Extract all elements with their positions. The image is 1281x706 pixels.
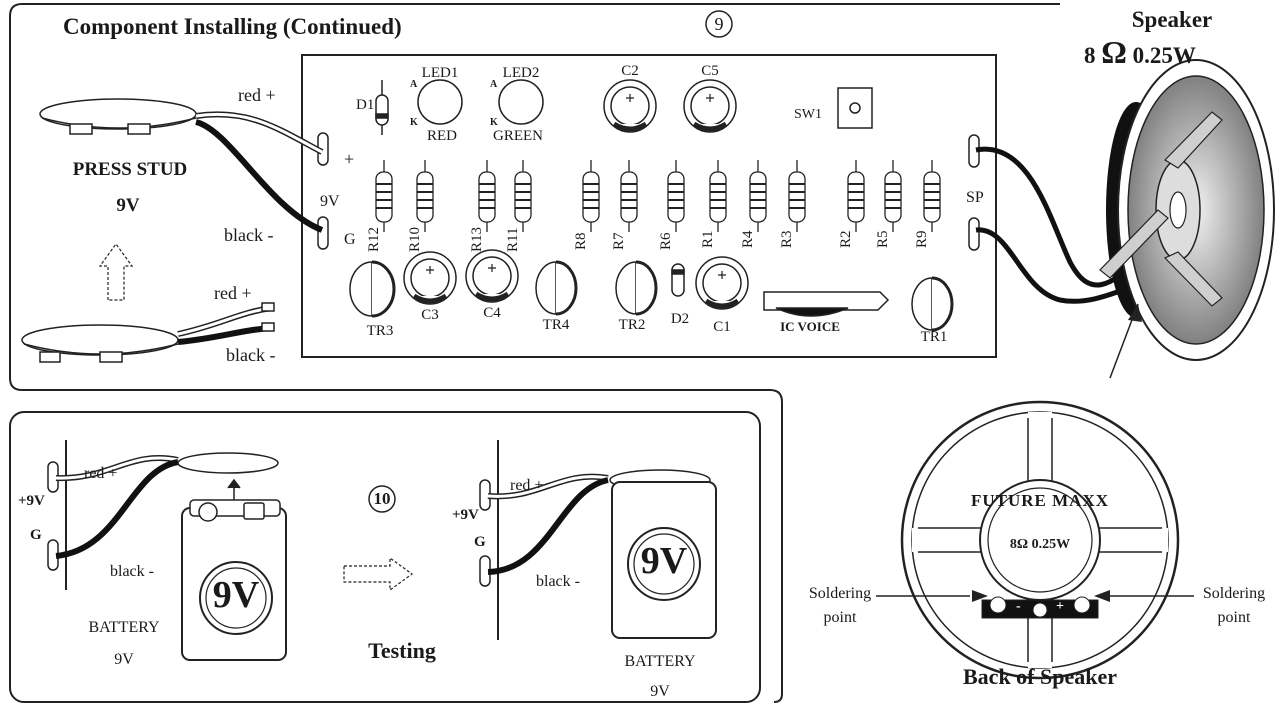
resistor-label: R3 <box>779 230 795 248</box>
battery-right-plus9v: +9V <box>452 507 479 523</box>
led2-color-label: GREEN <box>493 128 543 144</box>
dashed-right-arrow <box>343 556 414 592</box>
battery-right-red-label: red + <box>510 477 544 494</box>
tr1-label: TR1 <box>920 329 948 345</box>
resistor-label: R13 <box>469 226 485 252</box>
battery-left-g: G <box>30 527 42 543</box>
led2-label: LED2 <box>502 65 540 81</box>
section-9-frame <box>9 3 1060 703</box>
board-9v-label: 9V <box>320 193 340 210</box>
tr4-label: TR4 <box>542 317 570 333</box>
resistor-label: R8 <box>573 232 589 250</box>
c4-label: C4 <box>483 305 501 321</box>
c2-label: C2 <box>621 63 639 79</box>
c1-label: C1 <box>713 319 731 335</box>
press-stud-black-label: black - <box>224 225 274 245</box>
terminal-minus: - <box>1016 599 1021 614</box>
soldering-right-b: point <box>1217 609 1251 626</box>
battery-left-voltage: 9V <box>114 651 134 668</box>
brand-label: FUTURE MAXX <box>970 491 1110 510</box>
led2-k-label: K <box>490 117 498 128</box>
board-terminals <box>317 132 980 251</box>
speaker-wire-1 <box>975 146 1142 288</box>
back-speaker-caption: Back of Speaker <box>963 664 1117 689</box>
battery-right-black-label: black - <box>536 573 580 590</box>
resistor-label: R6 <box>658 232 674 250</box>
press-stud-top <box>39 98 324 233</box>
battery-right-voltage: 9V <box>650 683 670 700</box>
terminal-plus: + <box>1056 599 1064 614</box>
stud-bottom-black-label: black - <box>226 345 276 365</box>
back-spec-label: 8Ω 0.25W <box>1009 537 1071 552</box>
board-sp-label: SP <box>966 189 984 206</box>
sw1-label: SW1 <box>794 107 822 122</box>
speaker-title: Speaker <box>1131 7 1213 32</box>
section-10-frame <box>9 411 761 703</box>
ic-voice-label: IC VOICE <box>780 319 840 334</box>
battery-right <box>479 469 717 639</box>
d1-label: D1 <box>356 97 375 113</box>
d2-label: D2 <box>670 311 690 327</box>
resistor-label: R2 <box>838 230 854 248</box>
resistors <box>375 160 941 232</box>
battery-right-badge: 9V <box>640 540 688 582</box>
step-9-circle <box>705 10 733 38</box>
led1-label: LED1 <box>421 65 459 81</box>
press-stud-bottom <box>21 302 275 363</box>
speaker-spec: 8 Ω 0.25W <box>1084 34 1196 70</box>
press-stud-name: PRESS STUD <box>72 159 188 180</box>
resistor-label: R12 <box>366 226 382 252</box>
components <box>349 79 954 332</box>
battery-left-badge: 9V <box>212 574 260 616</box>
tr2-label: TR2 <box>618 317 646 333</box>
stud-bottom-red-label: red + <box>214 283 252 303</box>
led2-a-label: A <box>490 79 498 90</box>
resistor-label: R9 <box>914 230 930 248</box>
soldering-left-a: Soldering <box>808 585 872 602</box>
speaker-back <box>900 400 1180 680</box>
battery-right-g: G <box>474 534 486 550</box>
soldering-right-a: Soldering <box>1202 585 1266 602</box>
press-stud-red-label: red + <box>238 85 276 105</box>
testing-label: Testing <box>368 638 436 663</box>
dashed-up-arrow <box>98 242 134 301</box>
soldering-left-b: point <box>823 609 857 626</box>
led1-a-label: A <box>410 79 418 90</box>
resistor-label: R1 <box>700 230 716 248</box>
page-title: Component Installing (Continued) <box>63 14 402 39</box>
board-g-label: G <box>344 231 356 248</box>
battery-left-name: BATTERY <box>88 619 160 636</box>
resistor-label: R11 <box>505 227 521 252</box>
battery-left-plus9v: +9V <box>18 493 45 509</box>
step-10-label: 10 <box>373 489 391 508</box>
resistor-label: R5 <box>875 230 891 248</box>
led1-color-label: RED <box>427 128 457 144</box>
step-10-circle <box>368 485 396 513</box>
tr3-label: TR3 <box>366 323 394 339</box>
step-9-label: 9 <box>714 14 724 34</box>
board-plus-label: + <box>344 149 355 169</box>
battery-left-red-label: red + <box>84 465 118 482</box>
resistor-label: R7 <box>611 232 627 250</box>
battery-left-black-label: black - <box>110 563 154 580</box>
press-stud-voltage: 9V <box>116 195 140 216</box>
battery-right-name: BATTERY <box>624 653 696 670</box>
speaker-front <box>1099 59 1275 361</box>
battery-left <box>47 452 287 661</box>
c3-label: C3 <box>421 307 439 323</box>
resistor-label: R10 <box>407 226 423 252</box>
resistor-label: R4 <box>740 230 756 248</box>
led1-k-label: K <box>410 117 418 128</box>
c5-label: C5 <box>701 63 719 79</box>
